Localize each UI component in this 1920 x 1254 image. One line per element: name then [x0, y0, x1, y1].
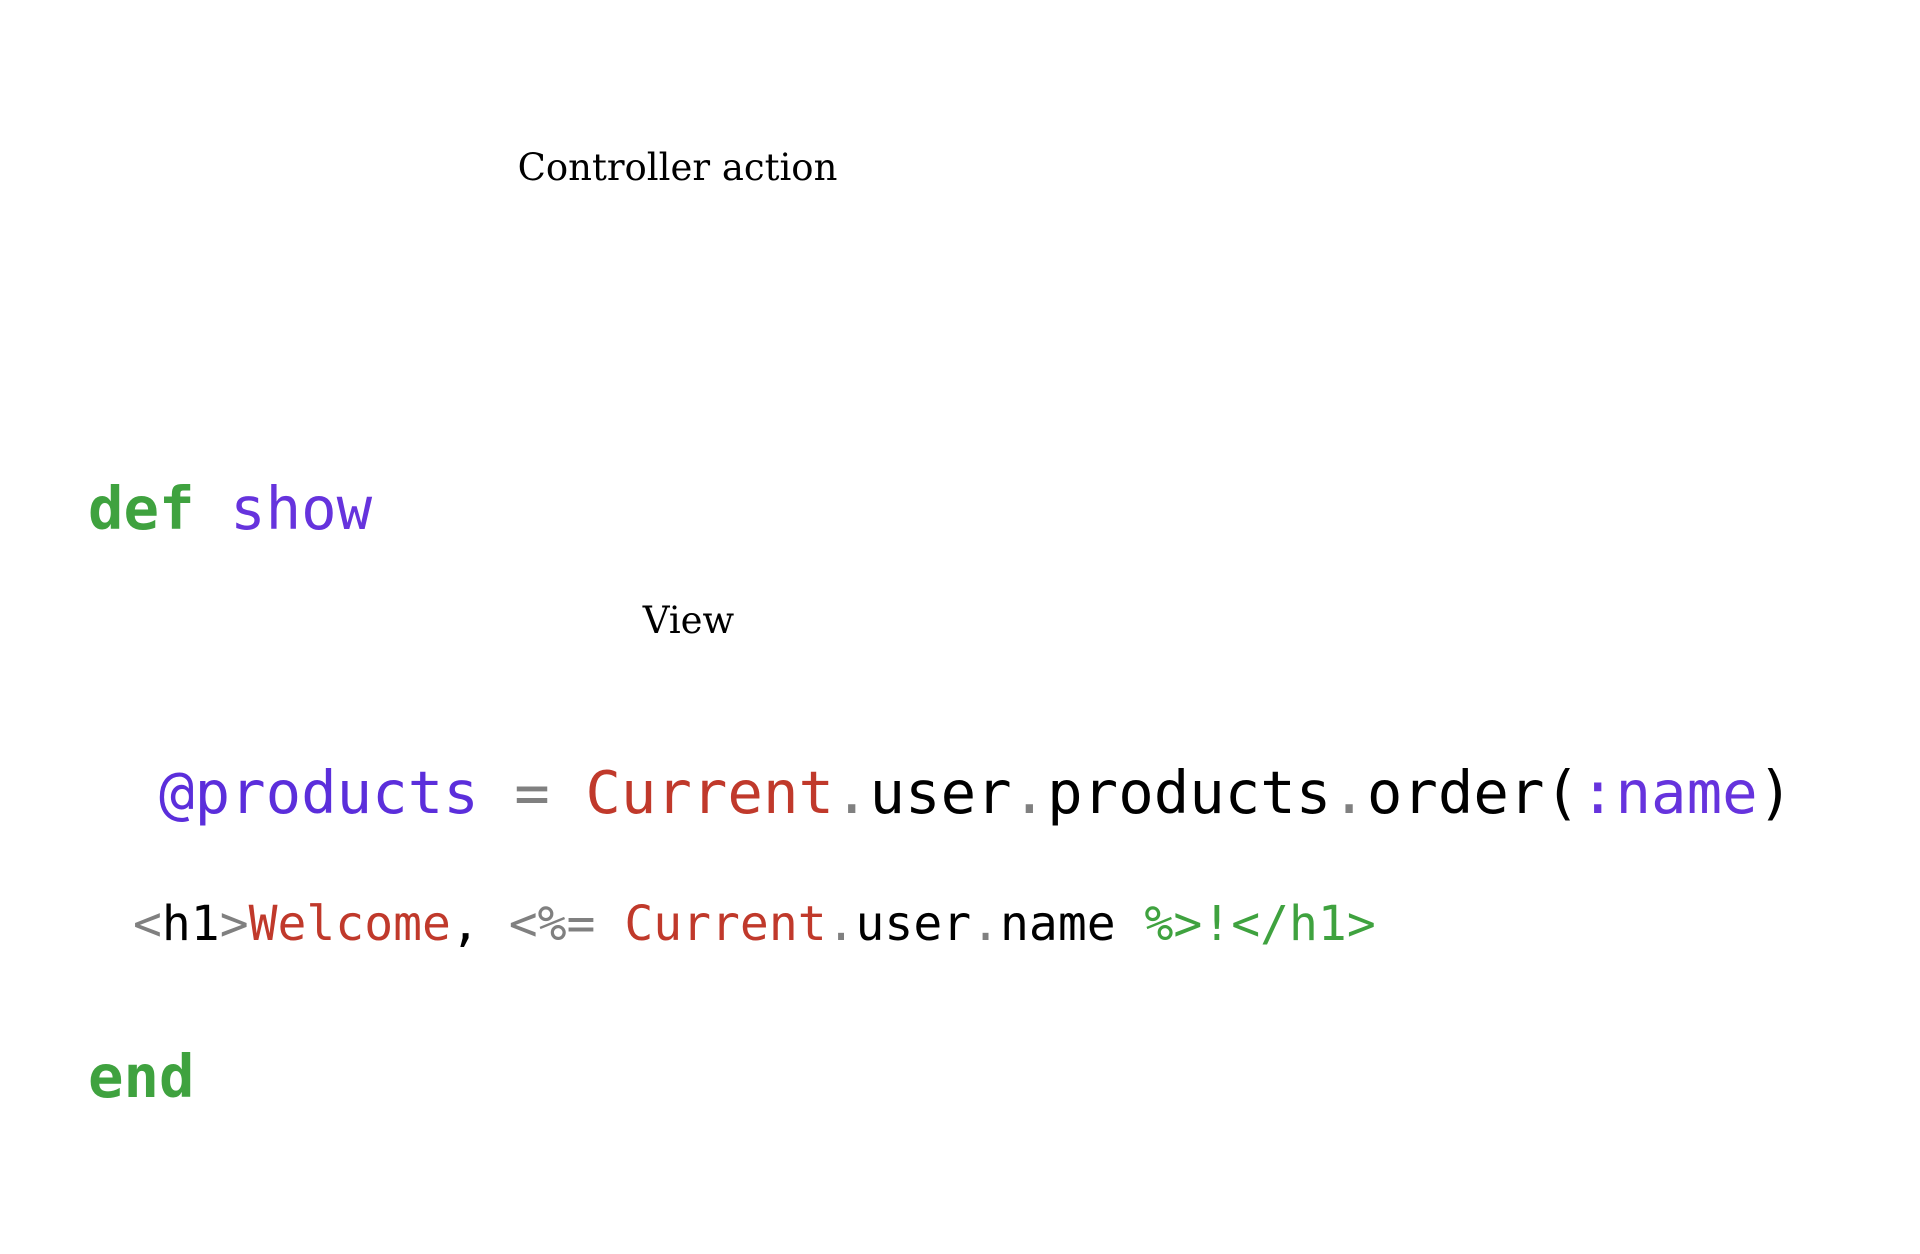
token-constant-current: Current	[624, 896, 827, 952]
token-erb-close-and-h1-close: %>!</h1>	[1144, 896, 1376, 952]
token-comma: ,	[450, 896, 480, 952]
token-symbol-name: :name	[1580, 758, 1758, 827]
token-method-order: order	[1366, 758, 1545, 827]
controller-section-caption: Controller action	[517, 146, 838, 189]
controller-code-line-2: @products = Current.user.products.order(…	[88, 757, 1793, 828]
token-attribute-products: products	[1047, 758, 1332, 827]
slide-canvas: Controller action def show @products = C…	[88, 146, 1794, 1111]
token-def-keyword: def	[88, 474, 195, 543]
token-space	[595, 896, 624, 952]
view-code-line-1: <h1>Welcome, <%= Current.user.name %>!</…	[133, 893, 1376, 955]
token-open-angle-bracket: <	[133, 896, 162, 952]
controller-code-block: def show @products = Current.user.produc…	[88, 260, 1793, 1254]
token-attribute-user: user	[855, 896, 972, 952]
token-close-angle-bracket: >	[219, 896, 249, 952]
token-erb-open-tag: <%=	[508, 896, 596, 952]
view-section-caption: View	[642, 599, 735, 642]
token-text-welcome: Welcome	[248, 896, 451, 952]
token-instance-variable-products: @products	[159, 758, 479, 827]
token-assignment-operator: =	[514, 758, 550, 827]
token-html-tag-h1: h1	[161, 896, 220, 952]
token-dot: .	[826, 896, 856, 952]
token-method-name-show: show	[230, 474, 373, 543]
token-space	[1116, 896, 1145, 952]
token-dot: .	[1331, 758, 1367, 827]
token-attribute-user: user	[869, 758, 1012, 827]
token-attribute-name: name	[1000, 896, 1116, 952]
token-dot: .	[971, 896, 1001, 952]
token-space	[480, 896, 509, 952]
token-close-paren: )	[1757, 758, 1794, 827]
token-space	[195, 474, 231, 543]
token-dot: .	[834, 758, 870, 827]
token-open-paren: (	[1544, 758, 1580, 827]
view-code-block: <h1>Welcome, <%= Current.user.name %>!</…	[133, 707, 1376, 1079]
token-dot: .	[1011, 758, 1048, 827]
token-constant-current: Current	[585, 758, 834, 827]
controller-code-line-1: def show	[88, 473, 1793, 544]
